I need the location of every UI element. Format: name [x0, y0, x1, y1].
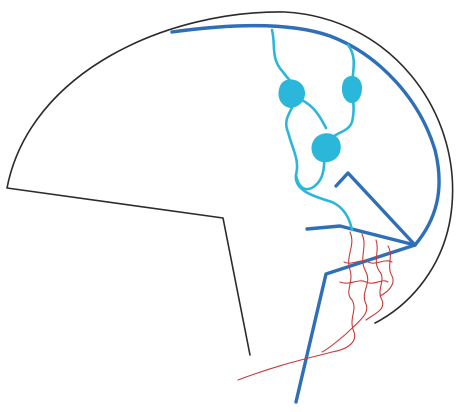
- red-strand-6: [340, 281, 388, 283]
- cell-blob-3: [311, 133, 340, 162]
- cell-blob-2: [342, 76, 362, 103]
- top-arc-line: [172, 26, 439, 245]
- cell-blob-1: [278, 79, 305, 108]
- red-strand-3: [366, 240, 383, 320]
- red-tangle: [238, 232, 393, 380]
- light-blue-branch-main: [272, 30, 352, 230]
- light-blue-branch-right: [296, 45, 354, 189]
- red-strand-1: [238, 232, 355, 380]
- descending-line: [296, 245, 415, 402]
- light-blue-network: [272, 30, 362, 230]
- head-outline: [7, 12, 453, 355]
- red-strand-2: [322, 234, 368, 352]
